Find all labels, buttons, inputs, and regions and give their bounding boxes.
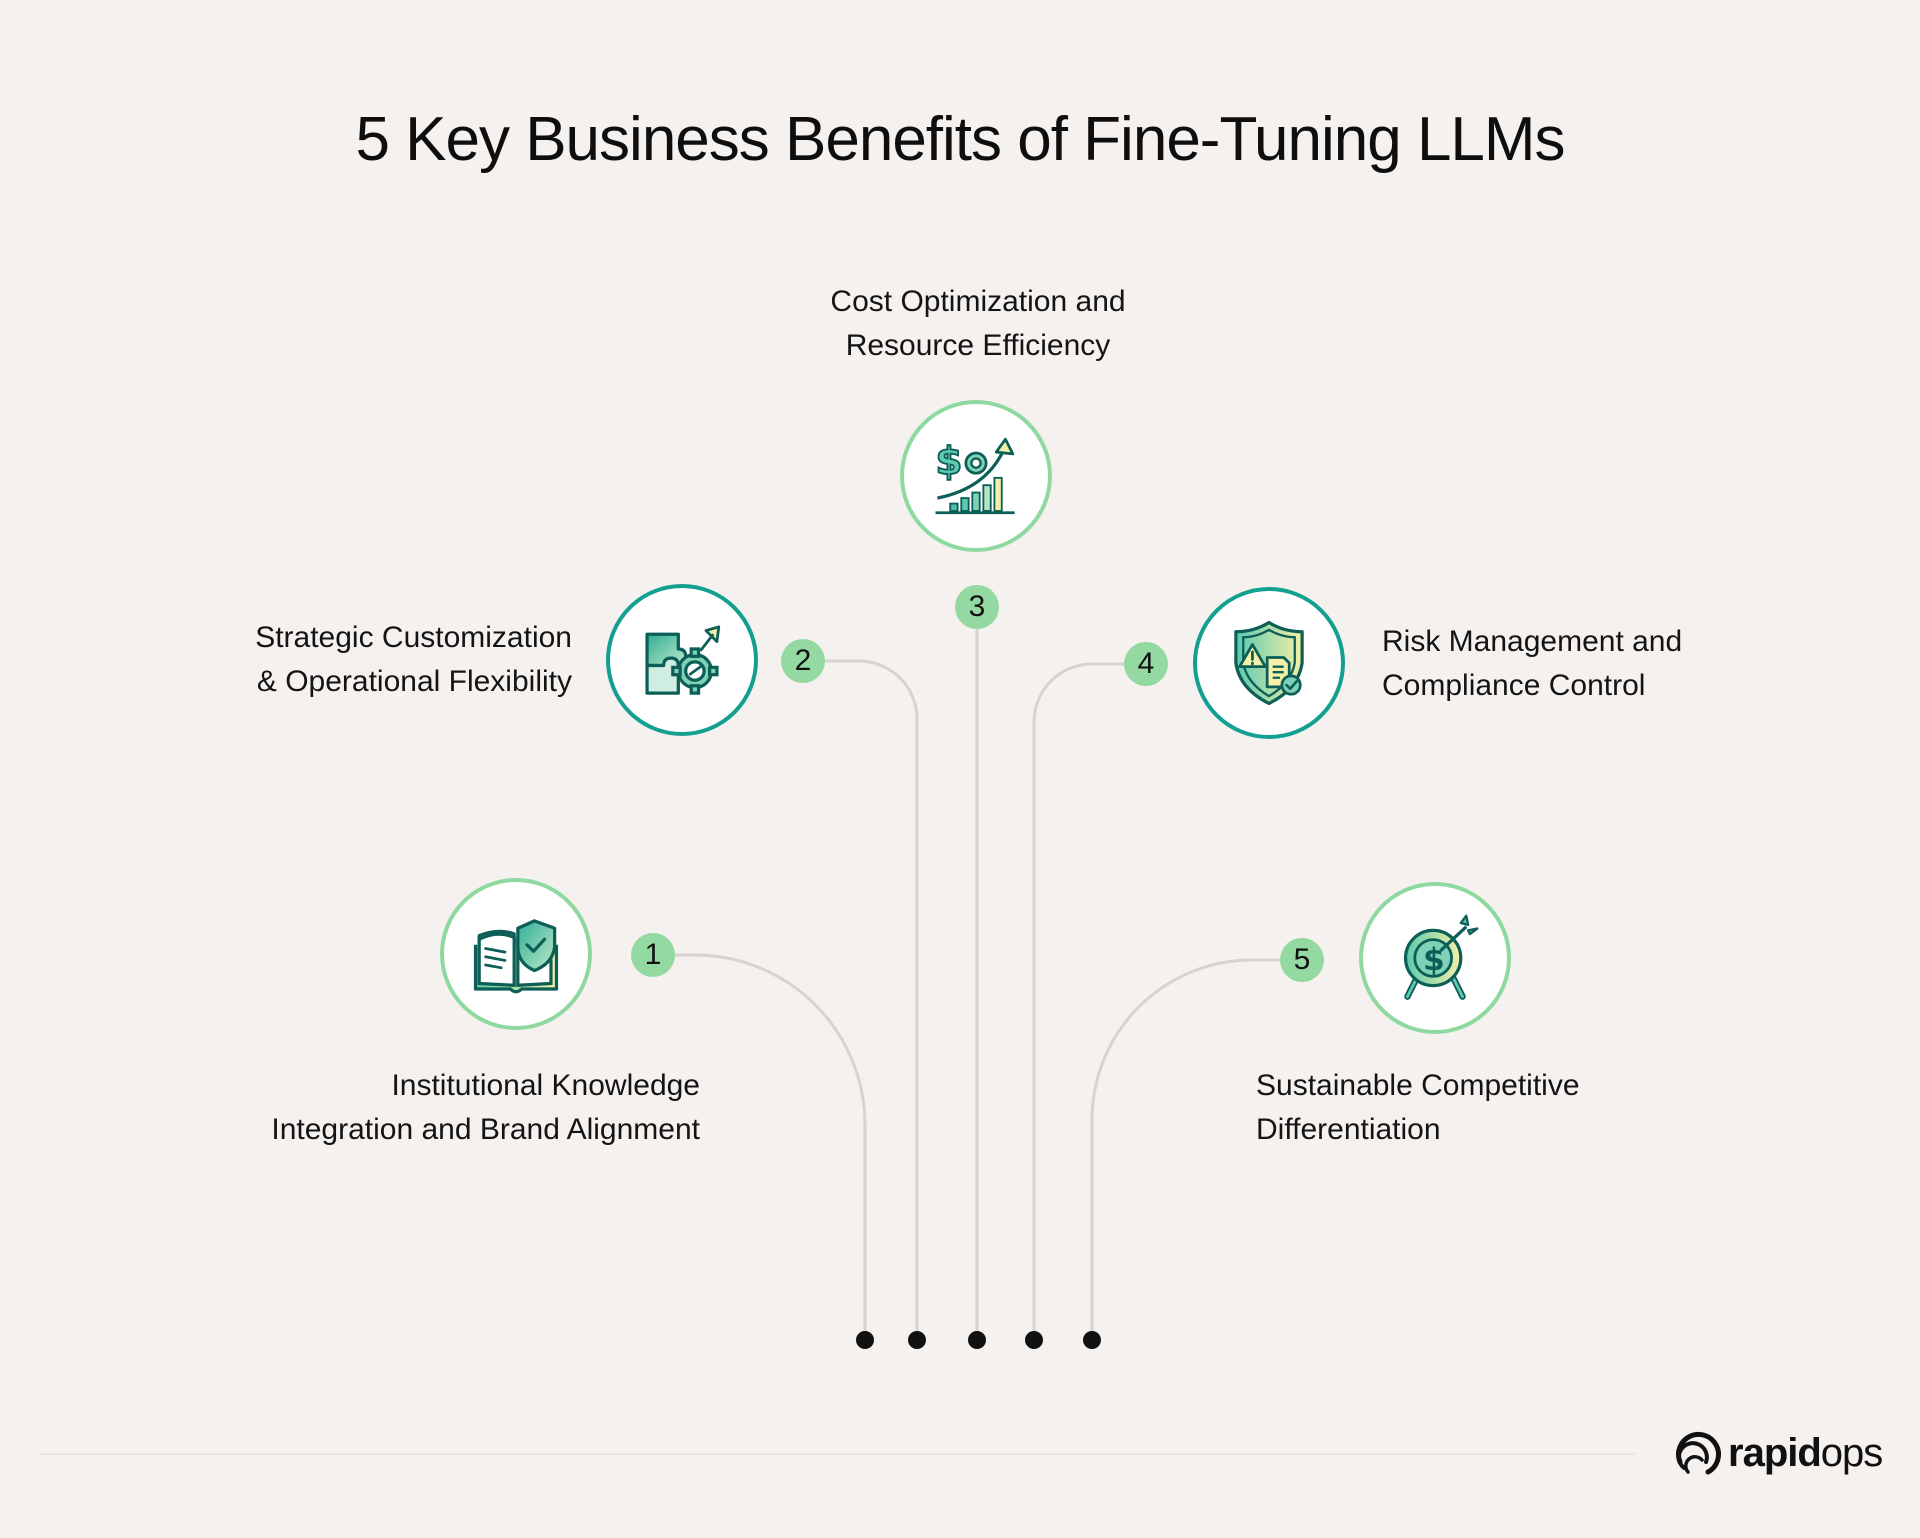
rapidops-swirl-icon — [1676, 1431, 1721, 1475]
benefit-3-label: Cost Optimization and Resource Efficienc… — [830, 285, 1126, 362]
connector-line-1 — [675, 953, 867, 1340]
benefit-2-label: Strategic Customization & Operational Fl… — [255, 621, 572, 698]
page-title: 5 Key Business Benefits of Fine-Tuning L… — [355, 105, 1565, 174]
book-shield-check-icon — [473, 919, 559, 994]
logo-text-light: ops — [1820, 1430, 1883, 1475]
benefit-4-icon-circle — [1193, 587, 1345, 739]
svg-text:$: $ — [936, 439, 963, 484]
benefit-5-number-badge: 5 — [1280, 938, 1324, 982]
logo-text-bold: rapid — [1728, 1430, 1822, 1475]
benefit-3-icon-circle: $ — [900, 400, 1052, 552]
benefit-2-number-badge: 2 — [781, 639, 825, 683]
footer-divider — [40, 1453, 1635, 1455]
svg-text:$: $ — [1423, 942, 1445, 978]
connector-dot-3 — [968, 1331, 986, 1349]
benefit-5-icon-circle: $ — [1359, 882, 1511, 1034]
connector-dot-4 — [1025, 1331, 1043, 1349]
benefit-5-label: Sustainable Competitive Differentiation — [1256, 1069, 1580, 1146]
benefit-4-label: Risk Management and Compliance Control — [1382, 625, 1683, 702]
shield-warning-document-icon — [1234, 620, 1304, 706]
benefit-1-label: Institutional Knowledge Integration and … — [271, 1069, 700, 1146]
connector-line-4 — [1032, 662, 1124, 1340]
dollar-gear-growth-chart-icon: $ — [935, 437, 1015, 515]
benefit-4-number-badge: 4 — [1124, 642, 1168, 686]
benefit-1-icon-circle — [440, 878, 592, 1030]
connector-line-5 — [1090, 958, 1280, 1340]
connector-dot-1 — [856, 1331, 874, 1349]
target-dollar-arrow-icon: $ — [1403, 914, 1479, 1000]
puzzle-gear-arrow-icon — [645, 625, 721, 695]
benefit-2-icon-circle — [606, 584, 758, 736]
connector-dot-2 — [908, 1331, 926, 1349]
rapidops-logo: rapidops — [1672, 1425, 1883, 1481]
connector-dot-5 — [1083, 1331, 1101, 1349]
connector-line-2 — [825, 659, 919, 1340]
benefit-3-number-badge: 3 — [955, 585, 999, 629]
benefit-1-number-badge: 1 — [631, 933, 675, 977]
